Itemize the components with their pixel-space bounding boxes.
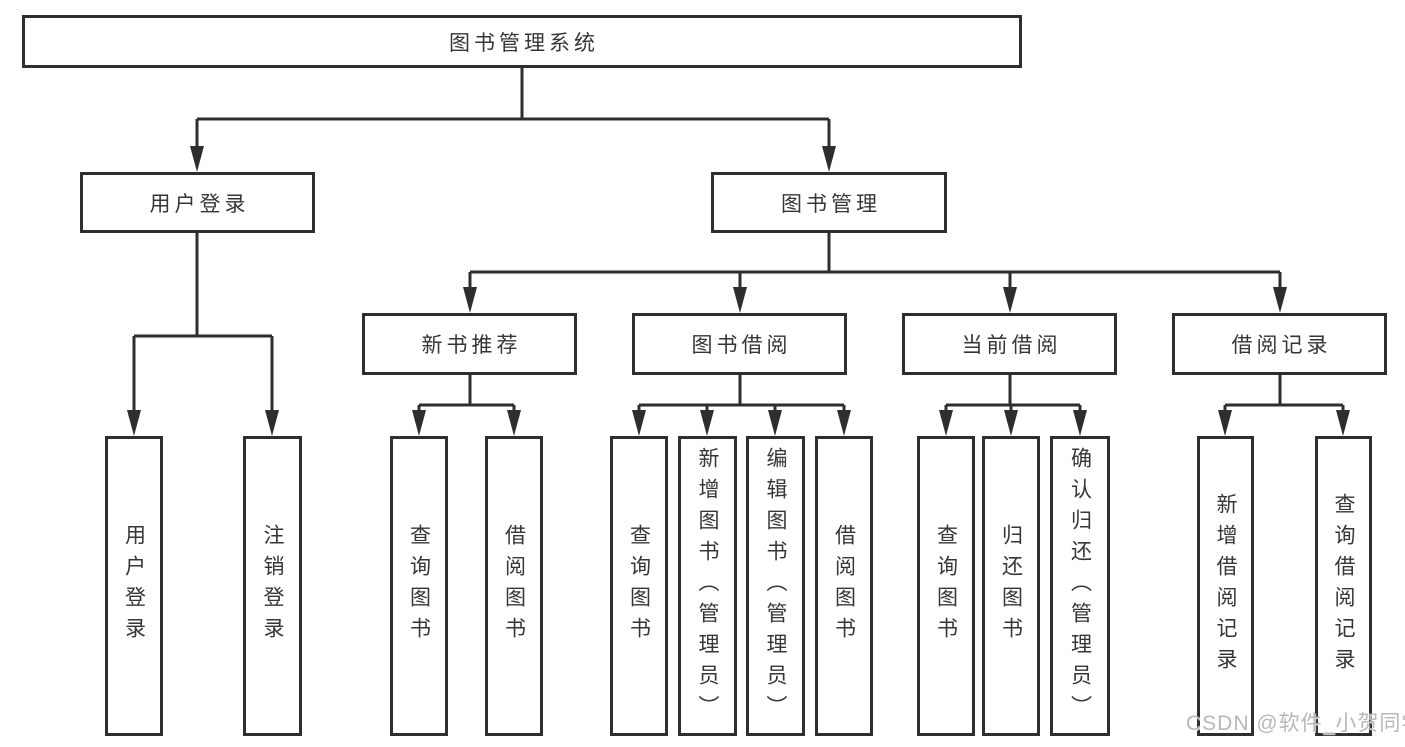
node-leaf-borrow-book-2: 借阅图书 <box>815 436 873 736</box>
node-leaf-query-book-2: 查询图书 <box>610 436 668 736</box>
node-book-management: 图书管理 <box>711 172 947 233</box>
node-leaf-edit-book-admin: 编辑图书（管理员） <box>746 436 805 736</box>
node-current-borrow: 当前借阅 <box>902 313 1117 375</box>
node-leaf-logout: 注销登录 <box>243 436 302 736</box>
node-leaf-query-borrow-record: 查询借阅记录 <box>1315 436 1372 736</box>
node-root: 图书管理系统 <box>22 15 1022 68</box>
node-borrow-records: 借阅记录 <box>1172 313 1387 375</box>
node-user-login: 用户登录 <box>80 172 315 233</box>
node-leaf-confirm-return-admin: 确认归还（管理员） <box>1050 436 1110 736</box>
node-leaf-query-book-3: 查询图书 <box>917 436 975 736</box>
node-book-borrow: 图书借阅 <box>632 313 847 375</box>
node-leaf-return-book: 归还图书 <box>982 436 1040 736</box>
node-leaf-query-book-1: 查询图书 <box>390 436 448 736</box>
node-leaf-add-book-admin: 新增图书（管理员） <box>678 436 737 736</box>
node-leaf-borrow-book-1: 借阅图书 <box>485 436 543 736</box>
node-leaf-add-borrow-record: 新增借阅记录 <box>1197 436 1254 736</box>
node-leaf-user-login: 用户登录 <box>105 436 163 736</box>
csdn-watermark: CSDN @软件_小贺同学 <box>1186 712 1405 735</box>
node-new-book-recommend: 新书推荐 <box>362 313 577 375</box>
